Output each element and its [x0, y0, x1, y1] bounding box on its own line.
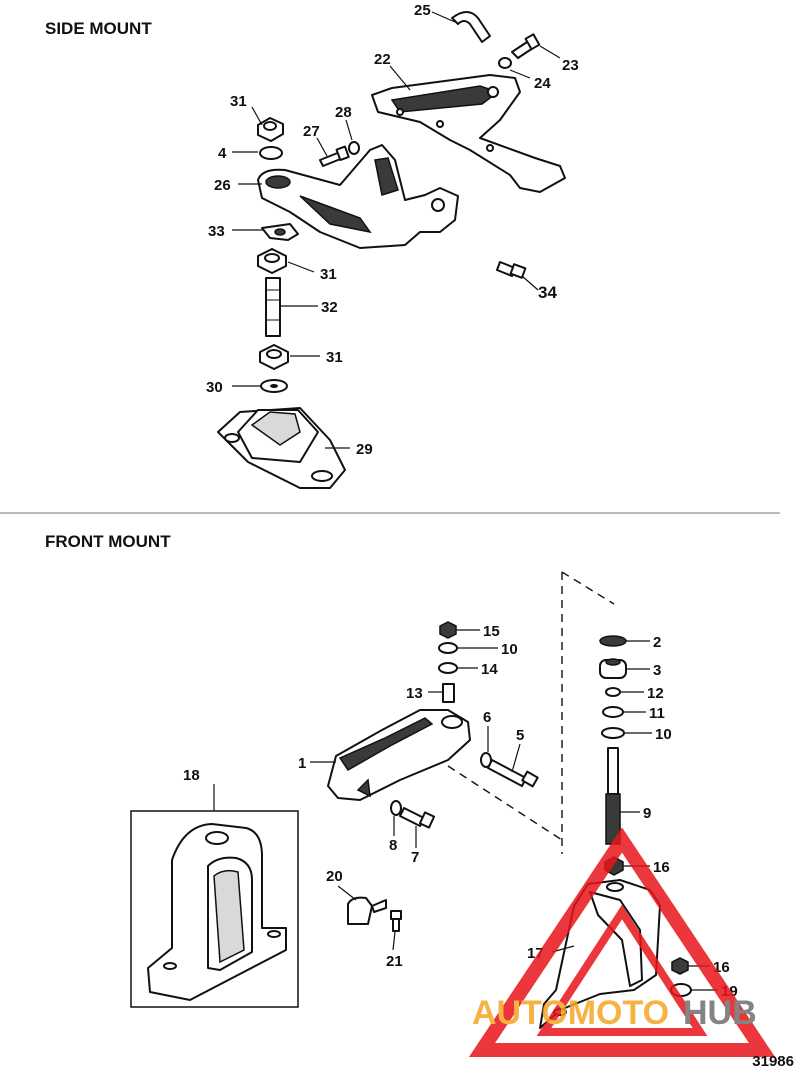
- callout-23: 23: [562, 57, 579, 74]
- mount-29: [217, 407, 346, 489]
- leader-21: [392, 931, 396, 951]
- dashed-guide-1: [561, 571, 615, 605]
- washer-24: [498, 57, 512, 69]
- leader-24: [509, 69, 531, 79]
- bolt-23: [511, 33, 541, 59]
- callout-5: 5: [516, 727, 524, 744]
- leader-31a: [251, 106, 263, 126]
- callout-12: 12: [647, 685, 664, 702]
- callout-6: 6: [483, 709, 491, 726]
- bolt-27: [319, 145, 350, 167]
- leader-22: [389, 65, 411, 91]
- washer-11: [602, 706, 624, 718]
- callout-25: 25: [414, 2, 431, 19]
- callout-29: 29: [356, 441, 373, 458]
- bolt-5: [487, 759, 539, 788]
- stud-9: [605, 747, 621, 845]
- callout-20: 20: [326, 868, 343, 885]
- nut-15: [439, 621, 457, 639]
- nut-16-lower: [671, 957, 689, 975]
- watermark-text-part2: HUB: [683, 994, 757, 1032]
- washer-10-left: [438, 642, 458, 654]
- cap-2: [599, 635, 627, 647]
- washer-10-right: [601, 727, 625, 739]
- clamp-25: [451, 11, 491, 43]
- callout-8: 8: [389, 837, 397, 854]
- nut-31-middle: [257, 248, 287, 274]
- callout-26: 26: [214, 177, 231, 194]
- inset-18: [130, 810, 299, 1008]
- side-mount-title: SIDE MOUNT: [45, 19, 152, 38]
- stud-32: [265, 277, 281, 337]
- callout-28: 28: [335, 104, 352, 121]
- callout-4: 4: [218, 145, 227, 162]
- callout-15: 15: [483, 623, 500, 640]
- callout-21: 21: [386, 953, 403, 970]
- leader-28: [345, 119, 353, 141]
- callout-11: 11: [649, 705, 665, 722]
- dashed-guide-3: [447, 765, 563, 841]
- callout-32: 32: [321, 299, 338, 316]
- tab-washer-33: [261, 223, 299, 241]
- watermark-logo: AUTOMOTO HUB: [468, 827, 776, 1057]
- leader-5: [511, 743, 521, 773]
- watermark-text-part1: AUTOMOTO: [472, 994, 669, 1032]
- callout-27: 27: [303, 123, 320, 140]
- washer-8: [390, 800, 402, 816]
- nut-31-top: [257, 117, 284, 142]
- callout-31-top: 31: [230, 93, 247, 110]
- leader-34: [521, 275, 539, 291]
- callout-10-left: 10: [501, 641, 518, 658]
- washer-30-hole: [270, 384, 278, 388]
- washer-12: [605, 687, 621, 697]
- callout-13: 13: [406, 685, 423, 702]
- callout-2: 2: [653, 634, 661, 651]
- callout-10-right: 10: [655, 726, 672, 743]
- bolt-34: [496, 261, 527, 279]
- leader-23: [539, 45, 561, 59]
- figure-id: 31986: [752, 1053, 794, 1070]
- bolt-7: [399, 807, 436, 829]
- nut-31-lower: [259, 344, 289, 370]
- leader-31b: [287, 261, 315, 273]
- callout-3: 3: [653, 662, 661, 679]
- clamp-20: [347, 896, 387, 925]
- bolt-21: [390, 910, 402, 932]
- leader-27: [316, 137, 328, 157]
- callout-7: 7: [411, 849, 419, 866]
- bracket-22: [371, 74, 566, 193]
- callout-30: 30: [206, 379, 223, 396]
- washer-14: [438, 662, 458, 674]
- callout-9: 9: [643, 805, 651, 822]
- callout-16-upper: 16: [653, 859, 670, 876]
- spacer-13: [442, 683, 455, 703]
- callout-1: 1: [298, 755, 306, 772]
- leader-25: [431, 11, 456, 23]
- callout-31-middle: 31: [320, 266, 337, 283]
- front-mount-title: FRONT MOUNT: [45, 532, 171, 551]
- callout-31-lower: 31: [326, 349, 343, 366]
- washer-28: [348, 141, 360, 155]
- lockwasher-4: [259, 146, 283, 160]
- callout-24: 24: [534, 75, 551, 92]
- bushing-3: [599, 658, 627, 679]
- callout-22: 22: [374, 51, 391, 68]
- callout-34: 34: [538, 283, 557, 302]
- callout-33: 33: [208, 223, 225, 240]
- bracket-26: [257, 144, 459, 249]
- callout-14: 14: [481, 661, 498, 678]
- arm-1: [327, 709, 471, 801]
- callout-18: 18: [183, 767, 200, 784]
- leader-20: [337, 885, 357, 901]
